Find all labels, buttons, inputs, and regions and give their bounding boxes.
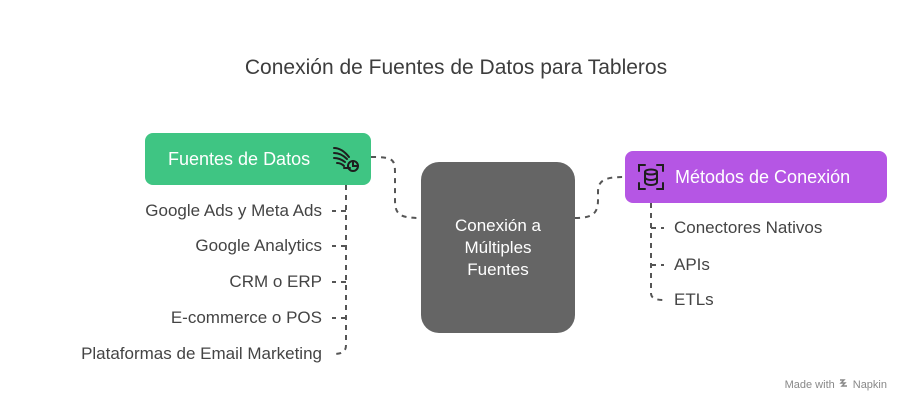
left-item-google-analytics: Google Analytics [195,236,322,255]
right-item-apis: APIs [674,255,710,274]
diagram-title: Conexión de Fuentes de Datos para Tabler… [244,56,668,79]
left-item-crm-erp: CRM o ERP [229,272,322,291]
napkin-brand-text: Napkin [852,378,887,391]
made-with-napkin-badge[interactable]: Made with Napkin [785,378,887,391]
central-hub-node: Conexión a Múltiples Fuentes [421,162,575,333]
data-sources-node: Fuentes de Datos [145,133,371,185]
connection-methods-node: Métodos de Conexión [625,151,887,203]
database-scan-icon [637,163,665,196]
left-item-email-marketing: Plataformas de Email Marketing [81,344,322,363]
central-hub-label: Conexión a Múltiples Fuentes [454,215,541,279]
connection-methods-label: Métodos de Conexión [675,166,851,187]
napkin-logo-icon [839,378,849,391]
connector-left-to-center [370,156,422,219]
left-item-rail [331,185,347,355]
left-item-ecommerce-pos: E-commerce o POS [170,308,322,327]
right-item-etls: ETLs [674,290,714,309]
right-item-rail [650,203,665,301]
made-with-text: Made with [784,378,835,391]
connector-center-to-right [574,176,626,219]
data-sources-label: Fuentes de Datos [168,148,311,169]
right-item-native-connectors: Conectores Nativos [674,218,823,237]
left-item-google-ads: Google Ads y Meta Ads [145,201,322,220]
data-stream-chart-icon [331,144,361,179]
